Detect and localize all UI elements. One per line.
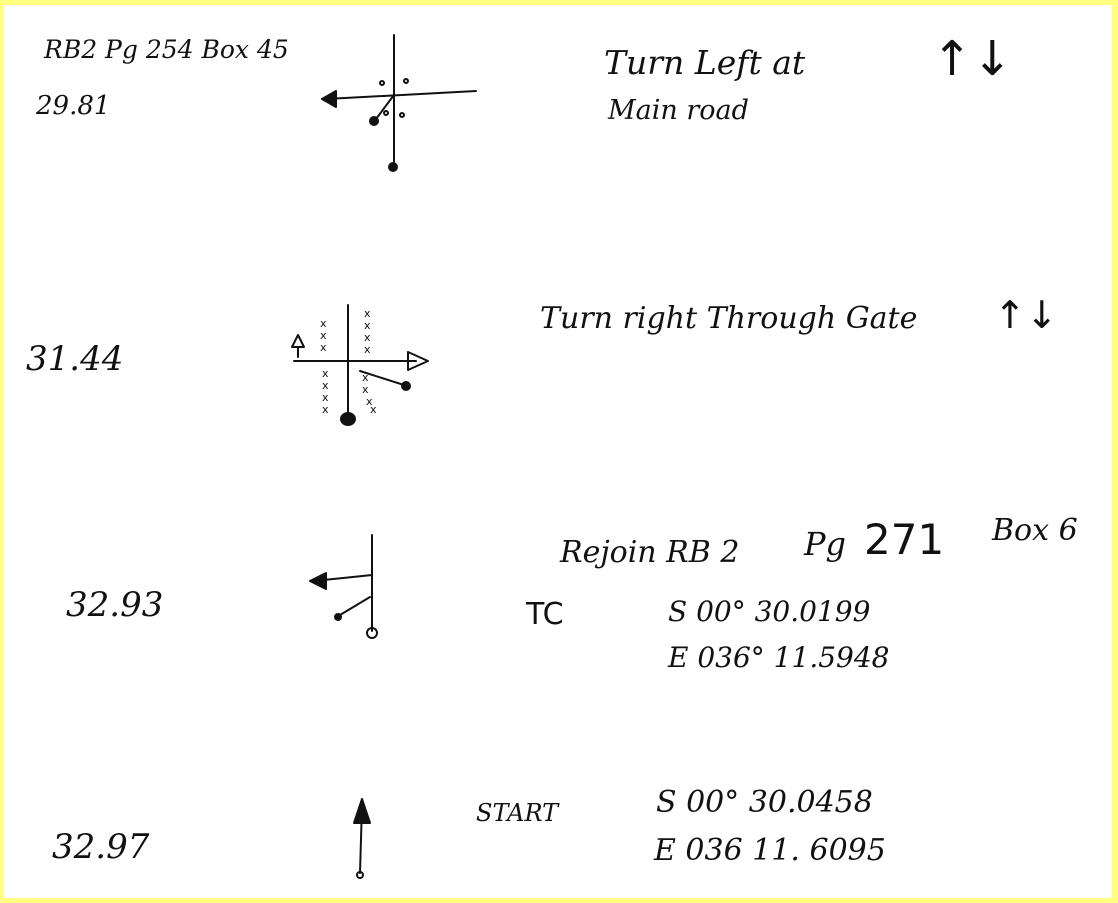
coordinate-east: E 036° 11.5948 [668, 641, 890, 674]
svg-text:x: x [320, 317, 327, 330]
roadbook-page: RB2 Pg 254 Box 45 29.81 Turn Left at Mai… [4, 5, 1112, 898]
svg-text:x: x [362, 383, 369, 396]
instruction-text: Rejoin RB 2 [560, 535, 740, 570]
svg-text:x: x [366, 395, 373, 408]
svg-text:x: x [364, 319, 371, 332]
turn-left-diagram [309, 534, 378, 639]
start-arrow-diagram [353, 798, 371, 879]
start-label: START [476, 799, 559, 827]
coordinate-south: S 00° 30.0458 [656, 785, 873, 820]
svg-text:x: x [320, 329, 327, 342]
svg-text:x: x [370, 403, 377, 416]
distance-value: 32.97 [52, 827, 150, 867]
coordinate-south: S 00° 30.0199 [668, 595, 871, 628]
instruction-text: Turn right Through Gate [540, 301, 918, 336]
box-number: Box 6 [992, 513, 1078, 548]
up-down-arrows-icon: ↑↓ [932, 31, 1013, 87]
turn-left-diagram [321, 34, 477, 172]
distance-value: 29.81 [36, 91, 111, 121]
svg-text:x: x [322, 391, 329, 404]
svg-text:x: x [364, 307, 371, 320]
distance-value: 31.44 [26, 339, 124, 379]
svg-text:x: x [322, 367, 329, 380]
svg-text:x: x [362, 371, 369, 384]
instruction-text: Turn Left at [604, 43, 806, 82]
tc-label: TC [526, 597, 564, 632]
svg-text:x: x [364, 343, 371, 356]
page-prefix: Pg [804, 525, 847, 563]
page-number: 271 [864, 515, 945, 564]
up-down-arrows-icon: ↑↓ [994, 293, 1058, 337]
instruction-text-line2: Main road [608, 95, 749, 126]
svg-text:x: x [364, 331, 371, 344]
reference-note: RB2 Pg 254 Box 45 [44, 35, 289, 64]
svg-text:x: x [322, 379, 329, 392]
svg-text:x: x [322, 403, 329, 416]
svg-text:x: x [320, 341, 327, 354]
coordinate-east: E 036 11. 6095 [654, 833, 886, 868]
distance-value: 32.93 [66, 585, 164, 625]
